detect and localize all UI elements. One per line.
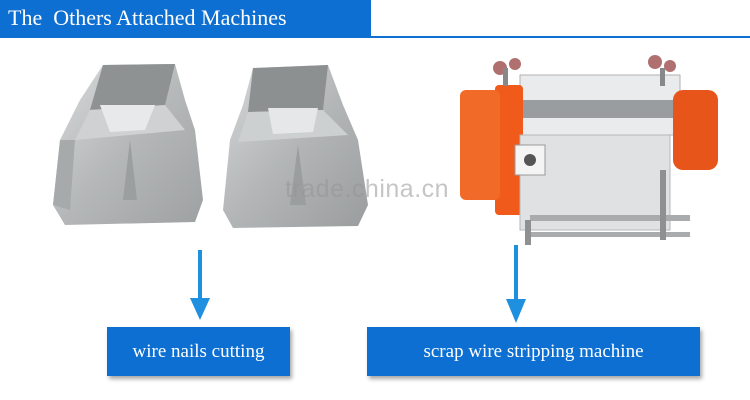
header-divider xyxy=(0,36,750,38)
page-title: The Others Attached Machines xyxy=(8,5,287,30)
down-arrow-icon xyxy=(188,250,212,327)
watermark-text: trade.china.cn xyxy=(285,175,450,203)
wire-nails-cutting-label: wire nails cutting xyxy=(107,327,290,376)
header-bar: The Others Attached Machines xyxy=(0,0,371,36)
down-arrow-icon xyxy=(504,245,528,330)
cutting-blade-right-photo xyxy=(218,60,383,232)
wire-stripping-machine-photo xyxy=(455,50,725,250)
scrap-wire-stripping-machine-label: scrap wire stripping machine xyxy=(367,327,700,376)
cutting-blade-left-photo xyxy=(45,60,210,230)
